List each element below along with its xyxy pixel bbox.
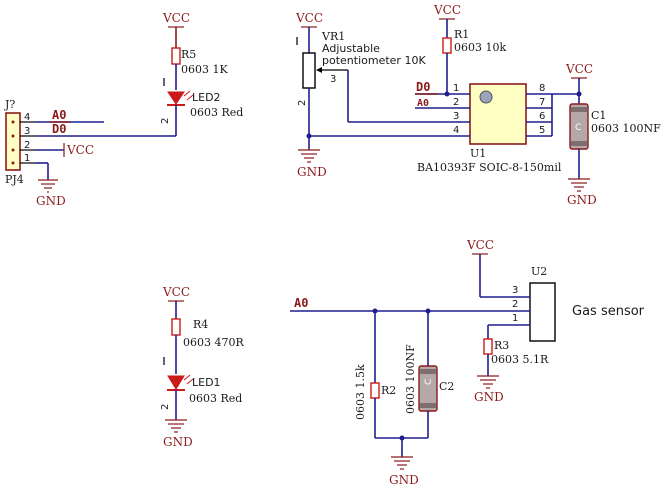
vcc-label-r1: VCC [433,3,461,17]
gnd-symbol-r3 [477,375,499,389]
net-label-a0-connector: A0 [52,108,66,122]
u1-ref: U1 [470,147,486,160]
u1-pin4: 4 [453,125,459,136]
u2-pin1: 1 [512,313,518,324]
vcc-label: VCC [162,11,190,25]
gnd-symbol-r2-c2 [391,456,413,470]
vr1-value-line1: Adjustable [322,42,380,55]
r4-value: 0603 470R [183,336,244,349]
gnd-label-c1: GND [567,193,597,207]
r2-resistor [370,382,380,399]
vr1-potentiometer [302,52,316,89]
u1-pin2: 2 [453,97,459,108]
vcc-label-u2: VCC [466,238,494,252]
gnd-label-connector: GND [36,194,66,208]
net-label-a0-sensor: A0 [294,296,308,310]
r5-resistor [171,47,181,65]
gnd-label-r2-c2: GND [389,473,419,487]
u1-pin3: 3 [453,111,459,122]
connector-name: PJ4 [5,173,24,186]
net-label-a0-u1: A0 [417,98,429,109]
gnd-label-r3: GND [474,390,504,404]
vr1-pin2: 2 [297,100,308,106]
u2-pin3: 3 [512,285,518,296]
r1-resistor [442,37,452,54]
connector-pin-2: 2 [24,140,30,151]
r4-ref: R4 [193,318,208,331]
u1-pin8: 8 [539,83,545,94]
vcc-label-connector: VCC [66,143,94,157]
led1-pin2: 2 [160,404,171,410]
led2-pin2: 2 [160,118,171,124]
gnd-symbol-connector [38,179,58,193]
r5-value: 0603 1K [181,63,228,76]
connector-pin-1: 1 [24,153,30,164]
led2-ref: LED2 [192,91,221,104]
net-label-d0-connector: D0 [52,122,66,136]
led1-ref: LED1 [192,376,221,389]
c2-value: 0603 100NF [404,344,417,414]
gnd-label-vr1: GND [297,165,327,179]
vcc-symbol-r1: VCC [433,3,461,20]
u1-pin5: 5 [539,125,545,136]
gnd-label-led1: GND [163,435,193,449]
u1-value: BA10393F SOIC-8-150mil [417,161,562,174]
u2-value: Gas sensor [572,304,645,319]
gnd-symbol-led1 [165,419,187,433]
u2-gas-sensor [529,282,556,342]
c1-value: 0603 100NF [591,122,661,135]
u1-pin6: 6 [539,111,545,122]
net-label-d0-u1: D0 [416,80,430,94]
r3-resistor [483,338,493,355]
u2-ref: U2 [531,265,547,278]
vr1-ref: VR1 [321,30,345,43]
connector-pin-4: 4 [24,112,30,123]
r2-ref: R2 [381,384,396,397]
c1-ref: C1 [591,109,606,122]
u1-pin1: 1 [453,83,459,94]
vcc-label-r4: VCC [162,285,190,299]
r3-ref: R3 [494,339,509,352]
r5-ref: R5 [181,48,196,61]
vcc-label-vr1: VCC [295,11,323,25]
vcc-symbol-r5: VCC [162,11,190,48]
connector-pin-3: 3 [24,126,30,137]
gnd-symbol-vr1 [298,149,320,163]
vcc-symbol-r4: VCC [162,285,190,302]
r4-resistor [171,318,181,336]
vcc-symbol-u2: VCC [466,238,494,255]
u1-pin7: 7 [539,97,545,108]
r1-ref: R1 [454,28,469,41]
c2-symbol: C [424,379,434,385]
led1-value: 0603 Red [189,392,242,405]
r1-value: 0603 10k [454,41,506,54]
c1-symbol: C [575,123,581,133]
connector-ref: J? [4,98,15,111]
u2-pin2: 2 [512,299,518,310]
led1-diode [167,374,194,391]
vr1-pin3: 3 [330,74,336,85]
vcc-symbol-vr1: VCC [295,11,323,28]
led2-value: 0603 Red [190,106,243,119]
vcc-symbol-c1: VCC [565,62,593,79]
r3-value: 0603 5.1R [491,353,549,366]
connector-body [5,112,21,171]
gnd-symbol-c1 [568,178,590,192]
led2-diode [167,90,194,106]
vr1-value-line2: potentiometer 10K [322,54,426,67]
u1-chip [469,83,527,145]
r2-value: 0603 1.5k [354,364,367,420]
c2-ref: C2 [439,380,454,393]
vcc-label-c1: VCC [565,62,593,76]
